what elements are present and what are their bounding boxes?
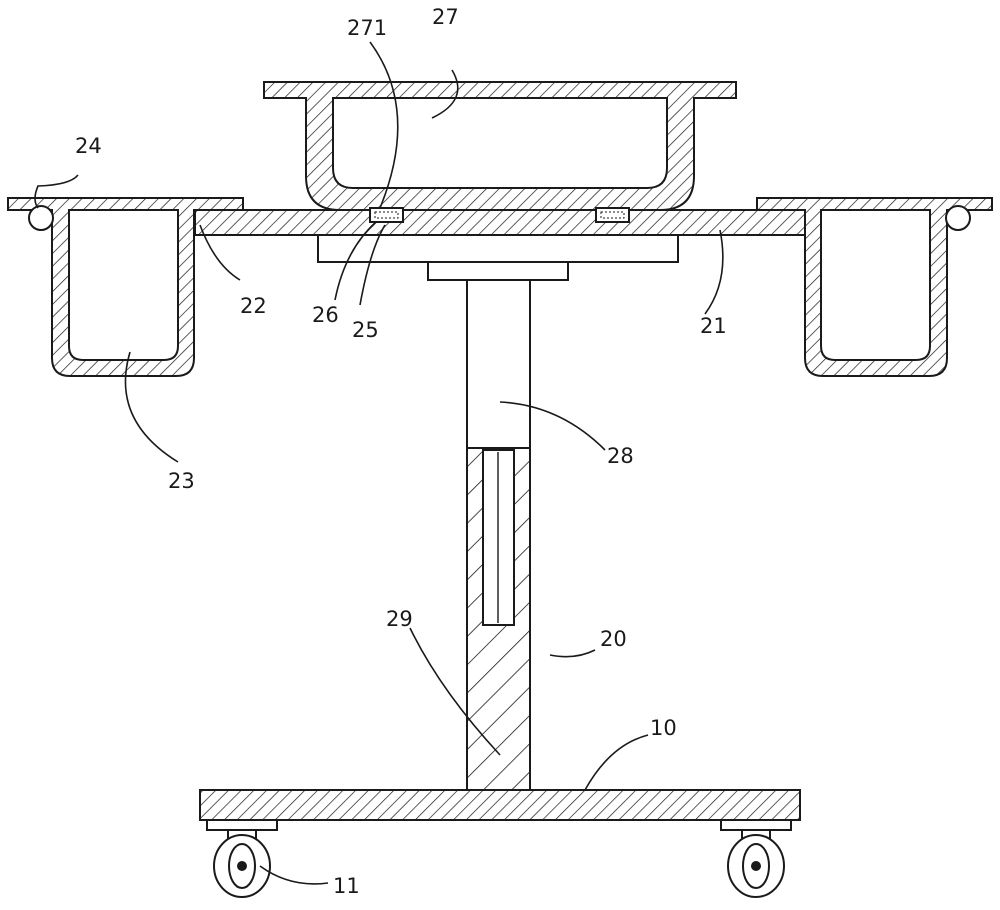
label-26: 26: [312, 303, 339, 327]
top-basin: [263, 81, 737, 211]
label-20: 20: [600, 627, 627, 651]
label-21: 21: [700, 314, 727, 338]
left-rim-seal: [28, 205, 54, 231]
upper-sleeve: [466, 279, 531, 449]
tray-mount: [317, 234, 679, 263]
label-271: 271: [347, 16, 387, 40]
left-cup: [7, 197, 244, 377]
label-27: 27: [432, 5, 459, 29]
caster-right: [720, 819, 792, 898]
label-24: 24: [75, 134, 102, 158]
caster-left: [206, 819, 278, 898]
label-25: 25: [352, 318, 379, 342]
label-11: 11: [333, 874, 360, 898]
label-10: 10: [650, 716, 677, 740]
label-29: 29: [386, 607, 413, 631]
right-rim-seal: [945, 205, 971, 231]
label-22: 22: [240, 294, 267, 318]
column-flange: [427, 261, 569, 281]
label-23: 23: [168, 469, 195, 493]
tray-plate: [194, 209, 808, 236]
base-plate: [199, 789, 801, 821]
label-28: 28: [607, 444, 634, 468]
right-cup: [756, 197, 993, 377]
